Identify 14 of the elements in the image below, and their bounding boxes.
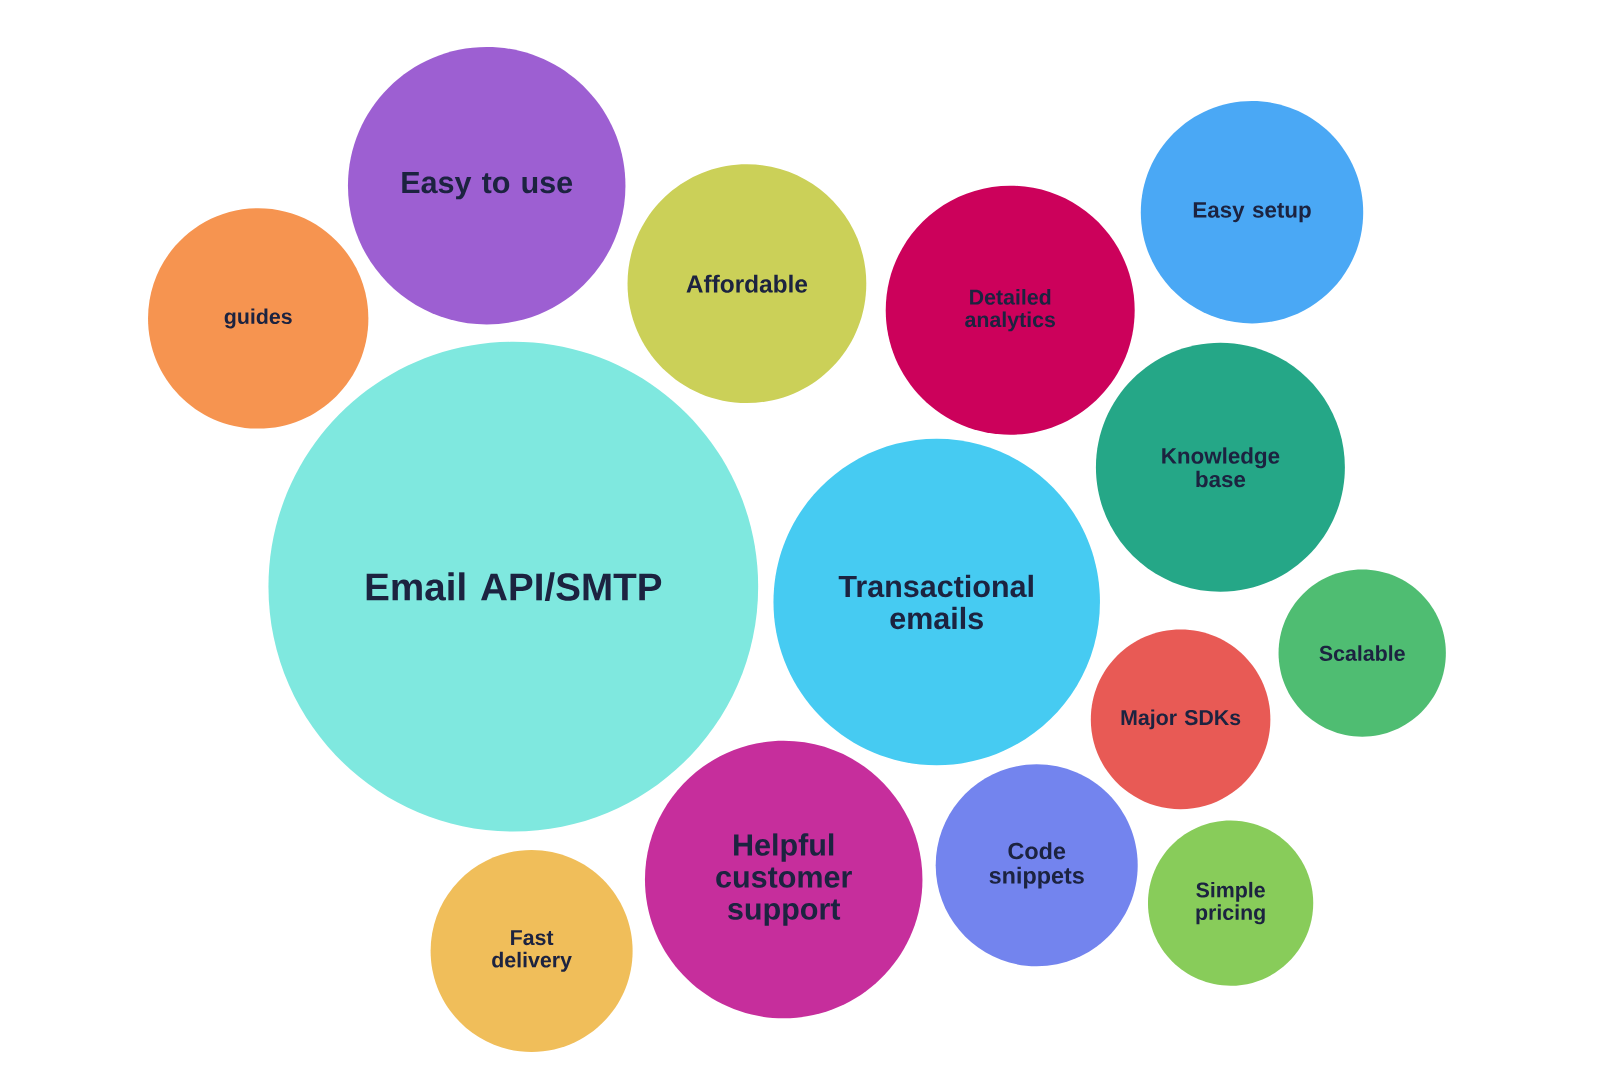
bubble: Detailed analytics [885,185,1135,435]
bubble: Email API/SMTP [268,341,759,832]
bubble: guides [148,208,369,429]
bubble: Knowledge base [1095,342,1345,592]
bubble: Simple pricing [1147,820,1314,986]
bubble: Helpful customer support [644,740,923,1019]
bubble: Affordable [627,164,867,404]
bubble: Transactional emails [773,438,1100,766]
bubble: Fast delivery [430,850,633,1052]
bubble: Easy setup [1140,101,1364,324]
bubble: Code snippets [935,764,1138,967]
bubble: Scalable [1278,569,1446,737]
bubble: Major SDKs [1090,629,1271,810]
bubble: Easy to use [347,46,626,325]
